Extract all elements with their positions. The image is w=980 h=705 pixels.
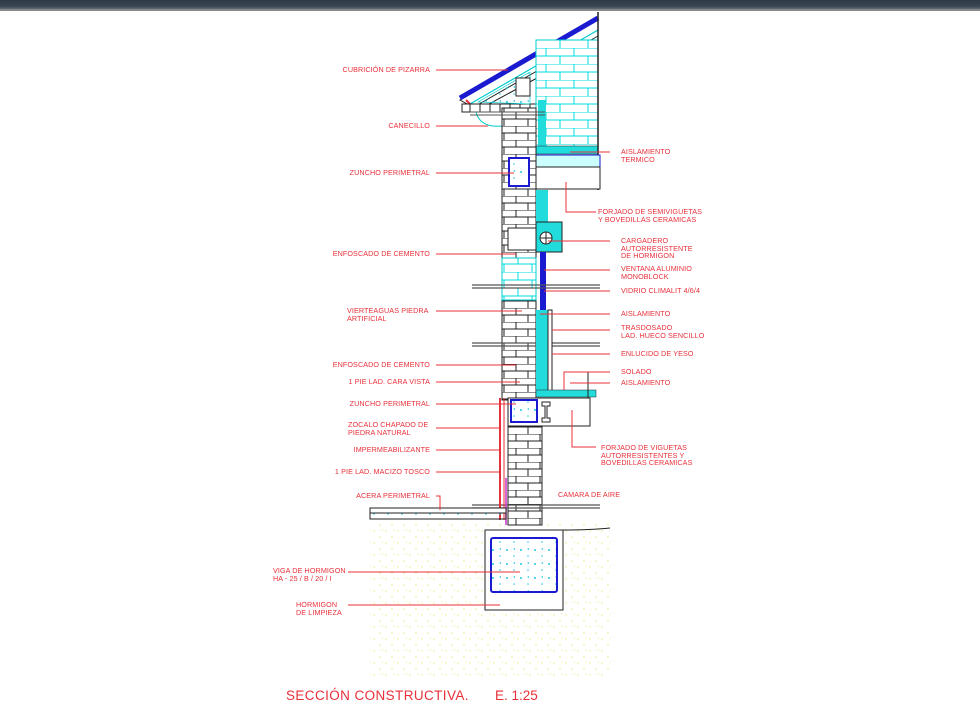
label-solado: SOLADO <box>621 367 652 376</box>
label-aislamiento-2: AISLAMIENTO <box>621 378 671 387</box>
label-acera-perimetral: ACERA PERIMETRAL <box>356 491 430 500</box>
label-impermeabilizante: IMPERMEABILIZANTE <box>353 445 430 454</box>
drawing-title: SECCIÓN CONSTRUCTIVA. <box>286 688 469 703</box>
title-bar-divider <box>0 9 980 11</box>
label-zuncho-perimetral-lower: ZUNCHO PERIMETRAL <box>349 399 430 408</box>
label-1-pie-cara-vista: 1 PIE LAD. CARA VISTA <box>348 377 430 386</box>
label-trasdosado: TRASDOSADO LAD. HUECO SENCILLO <box>621 323 705 340</box>
inner-wall <box>535 39 599 149</box>
label-vierteaguas: VIERTEAGUAS PIEDRA ARTIFICIAL <box>347 306 429 323</box>
drawing-scale: E. 1:25 <box>495 688 538 703</box>
label-enlucido-de-yeso: ENLUCIDO DE YESO <box>621 349 694 358</box>
label-ventana-aluminio: VENTANA ALUMINIO MONOBLOCK <box>621 264 692 281</box>
label-hormigon-de-limpieza: HORMIGON DE LIMPIEZA <box>296 600 342 617</box>
window-title-bar <box>0 0 980 9</box>
label-enfoscado-de-cemento-lower: ENFOSCADO DE CEMENTO <box>332 360 430 369</box>
label-aislamiento-termico: AISLAMIENTO TERMICO <box>621 147 671 164</box>
thermal-insulation <box>535 145 599 155</box>
label-enfoscado-de-cemento-upper: ENFOSCADO DE CEMENTO <box>332 249 430 258</box>
label-forjado-semiviguetas: FORJADO DE SEMIVIGUETAS Y BOVEDILLAS CER… <box>598 207 703 224</box>
label-aislamiento-1: AISLAMIENTO <box>621 309 671 318</box>
outer-brick-wall-lower <box>507 424 543 526</box>
label-1-pie-macizo-tosco: 1 PIE LAD. MACIZO TOSCO <box>334 467 430 476</box>
label-camara-de-aire: CAMARA DE AIRE <box>558 490 621 499</box>
window-glass <box>540 252 546 310</box>
label-zocalo-chapado: ZOCALO CHAPADO DE PIEDRA NATURAL <box>348 420 429 437</box>
label-vidrio-climalit: VIDRIO CLIMALIT 4/6/4 <box>621 286 701 295</box>
label-cargadero: CARGADERO AUTORRESISTENTE DE HORMIGON <box>621 236 693 261</box>
outer-brick-wall-middle <box>501 299 537 401</box>
label-zuncho-perimetral-upper: ZUNCHO PERIMETRAL <box>349 168 430 177</box>
label-viga-de-hormigon: VIGA DE HORMIGON HA - 25 / B / 20 / I <box>273 566 346 583</box>
label-forjado-viguetas: FORJADO DE VIGUETAS AUTORRESISTENTES Y B… <box>601 443 693 468</box>
label-cubricion-de-pizarra: CUBRICIÓN DE PIZARRA <box>342 65 430 74</box>
label-canecillo: CANECILLO <box>388 121 430 130</box>
